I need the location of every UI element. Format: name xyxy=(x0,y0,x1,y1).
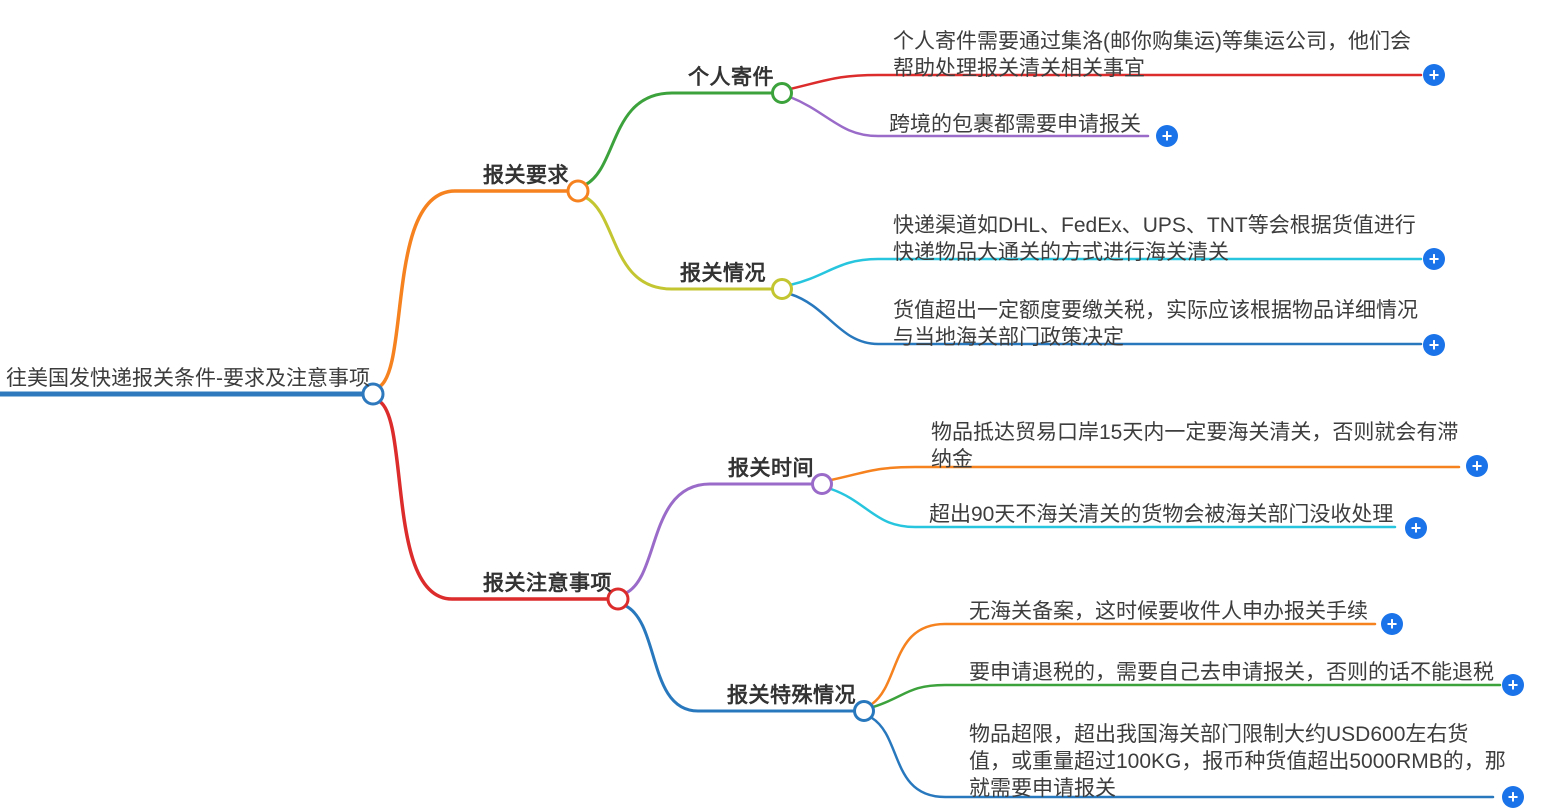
edge-leaf-crossborder-parcels xyxy=(788,95,1150,138)
node-handle-declaration-requirements[interactable] xyxy=(566,179,590,203)
leaf-text-15-days-clearance[interactable]: 物品抵达贸易口岸15天内一定要海关清关，否则就会有滞 纳金 xyxy=(931,421,1459,471)
leaf-text-consolidation-company[interactable]: 个人寄件需要通过集洛(邮你购集运)等集运公司，他们会 帮助处理报关清关相关事宜 xyxy=(893,30,1411,80)
edge-leaf-15-days-clearance xyxy=(829,465,1461,482)
leaf-text-no-customs-record[interactable]: 无海关备案，这时候要收件人申办报关手续 xyxy=(969,600,1368,623)
leaf-text-crossborder-parcels[interactable]: 跨境的包裹都需要申请报关 xyxy=(889,113,1141,136)
add-child-button-consolidation-company[interactable]: + xyxy=(1423,64,1445,86)
node-handle-declaration-precautions[interactable] xyxy=(606,587,630,611)
edge-precautions-to-special-cases xyxy=(624,604,855,713)
edge-leaf-over-limit xyxy=(870,716,1495,799)
node-handle-special-cases[interactable] xyxy=(853,700,875,722)
edge-leaf-consolidation-company xyxy=(788,73,1423,91)
edge-precautions-to-declaration-time xyxy=(624,482,814,595)
add-child-button-15-days-clearance[interactable]: + xyxy=(1466,455,1488,477)
leaf-text-90-days-confiscation[interactable]: 超出90天不海关清关的货物会被海关部门没收处理 xyxy=(929,503,1394,526)
leaf-text-tax-refund[interactable]: 要申请退税的，需要自己去申请报关，否则的话不能退税 xyxy=(969,661,1494,684)
edge-requirements-to-declaration-situation xyxy=(583,195,774,291)
add-child-button-90-days-confiscation[interactable]: + xyxy=(1405,517,1427,539)
leaf-text-tariff-over-value[interactable]: 货值超出一定额度要缴关税，实际应该根据物品详细情况 与当地海关部门政策决定 xyxy=(893,299,1418,349)
edge-leaf-express-channels xyxy=(788,257,1423,287)
edge-leaf-tax-refund xyxy=(871,683,1502,709)
subbranch-label-declaration-situation[interactable]: 报关情况 xyxy=(680,262,766,285)
branch-label-declaration-requirements[interactable]: 报关要求 xyxy=(483,164,569,187)
add-child-button-tariff-over-value[interactable]: + xyxy=(1423,334,1445,356)
root-node-label[interactable]: 往美国发快递报关条件-要求及注意事项 xyxy=(6,367,370,390)
edge-leaf-tariff-over-value xyxy=(788,292,1423,346)
subbranch-label-declaration-time[interactable]: 报关时间 xyxy=(728,457,814,480)
add-child-button-over-limit[interactable]: + xyxy=(1502,786,1524,808)
edge-root-to-declaration-requirements xyxy=(377,189,570,389)
add-child-button-no-customs-record[interactable]: + xyxy=(1381,613,1403,635)
edge-root-to-declaration-precautions xyxy=(377,399,609,601)
node-handle-root[interactable] xyxy=(361,382,385,406)
subbranch-label-personal-shipping[interactable]: 个人寄件 xyxy=(688,66,774,89)
edge-leaf-90-days-confiscation xyxy=(829,487,1397,529)
node-handle-declaration-time[interactable] xyxy=(811,473,833,495)
node-handle-personal-shipping[interactable] xyxy=(771,82,793,104)
edge-requirements-to-personal-shipping xyxy=(583,91,774,187)
add-child-button-crossborder-parcels[interactable]: + xyxy=(1156,125,1178,147)
branch-label-declaration-precautions[interactable]: 报关注意事项 xyxy=(483,572,612,595)
add-child-button-tax-refund[interactable]: + xyxy=(1502,674,1524,696)
leaf-text-express-channels[interactable]: 快递渠道如DHL、FedEx、UPS、TNT等会根据货值进行 快递物品大通关的方… xyxy=(893,214,1416,264)
add-child-button-express-channels[interactable]: + xyxy=(1423,248,1445,270)
leaf-text-over-limit[interactable]: 物品超限，超出我国海关部门限制大约USD600左右货 值，或重量超过100KG，… xyxy=(969,723,1506,800)
edge-leaf-no-customs-record xyxy=(870,622,1377,706)
node-handle-declaration-situation[interactable] xyxy=(771,278,793,300)
subbranch-label-special-cases[interactable]: 报关特殊情况 xyxy=(727,684,856,707)
